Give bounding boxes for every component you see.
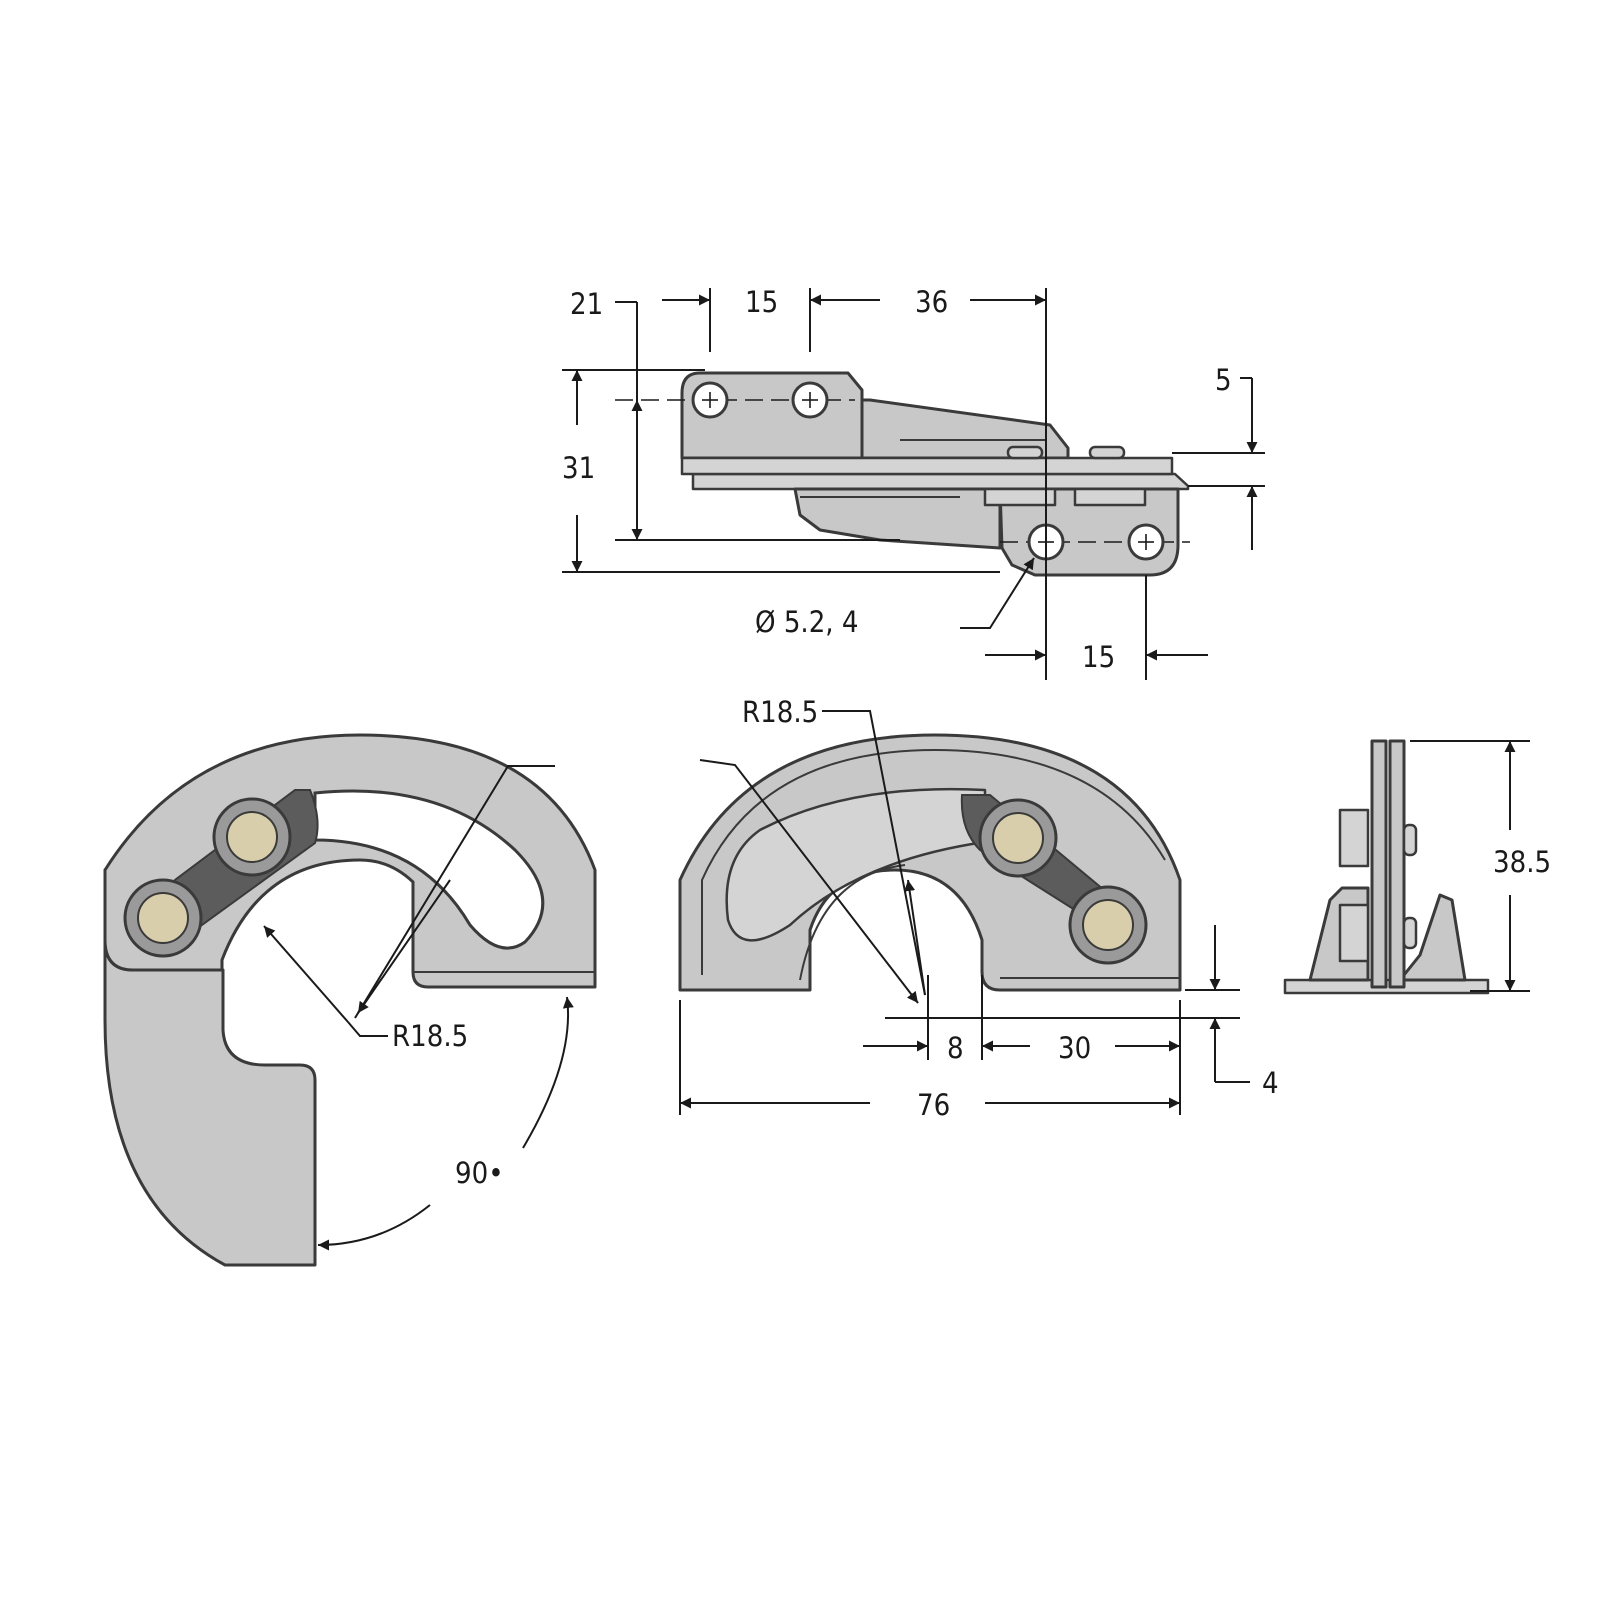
dimension-76: 76	[680, 1088, 1180, 1122]
dimension-5: 5	[1172, 363, 1265, 550]
dim-label-38-5: 38.5	[1493, 845, 1551, 879]
dim-label-36: 36	[915, 285, 948, 319]
dimension-38-5: 38.5	[1410, 740, 1551, 992]
base-plate	[691, 472, 1190, 491]
dim-label-76: 76	[917, 1088, 950, 1122]
stud-left	[1006, 445, 1044, 460]
dimension-4: 4	[1185, 925, 1279, 1100]
dim-label-31: 31	[562, 451, 595, 485]
dim-label-radius-closed: R18.5	[742, 695, 818, 729]
side-plate-right	[1388, 739, 1406, 989]
dimension-21: 21	[570, 287, 643, 540]
side-rivet-lower-left	[1338, 903, 1370, 963]
dim-label-angle: 90•	[455, 1156, 504, 1190]
open-rivet-upper	[212, 797, 292, 877]
stud-right	[1088, 445, 1126, 460]
lower-bracket-right	[1073, 487, 1147, 507]
dimension-8: 8	[863, 1031, 964, 1065]
open-rivet-lower	[123, 878, 203, 958]
lower-bracket-left	[983, 487, 1057, 507]
dim-label-30: 30	[1058, 1031, 1091, 1065]
dim-label-5: 5	[1215, 363, 1232, 397]
dimension-radius-closed: R18.5	[699, 695, 926, 1004]
dim-label-radius-open: R18.5	[392, 1019, 468, 1053]
dim-label-21: 21	[570, 287, 603, 321]
dimension-31: 31	[562, 369, 1000, 573]
side-stud-upper	[1402, 823, 1418, 857]
dimension-radius-open: R18.5	[263, 765, 555, 1053]
side-rivet-upper-left	[1338, 808, 1370, 868]
dim-label-15-top: 15	[745, 285, 778, 319]
closed-rivet-upper	[978, 798, 1058, 878]
hole-top-left	[691, 381, 729, 419]
closed-view: R18.5 8 30 76 4	[678, 695, 1279, 1122]
dimension-30: 30	[982, 1031, 1180, 1065]
side-view: 38.5	[1283, 739, 1551, 995]
hole-top-right	[791, 381, 829, 419]
dimension-15-top: 15	[662, 285, 880, 352]
dim-label-8: 8	[947, 1031, 964, 1065]
middle-strip	[680, 456, 1174, 476]
side-right-bracket	[1398, 893, 1467, 982]
side-stud-lower	[1402, 916, 1418, 950]
dim-label-diameter: Ø 5.2, 4	[755, 605, 858, 639]
dim-label-15-bottom: 15	[1082, 640, 1115, 674]
dimension-36: 36	[915, 285, 1047, 680]
dimension-hole-diameter: Ø 5.2, 4	[755, 557, 1035, 639]
closed-body	[678, 733, 1182, 992]
hole-bottom-right	[1127, 523, 1165, 561]
dimension-15-bottom: 15	[985, 575, 1208, 680]
closed-rivet-lower	[1068, 885, 1148, 965]
dimension-angle: 90•	[317, 996, 574, 1251]
dim-label-4: 4	[1262, 1066, 1279, 1100]
closed-slot	[725, 787, 987, 942]
top-view: 21 15 36 31	[562, 285, 1265, 680]
open-view: R18.5 90•	[103, 733, 597, 1267]
open-slot	[313, 789, 545, 950]
side-plate-left	[1370, 739, 1388, 989]
